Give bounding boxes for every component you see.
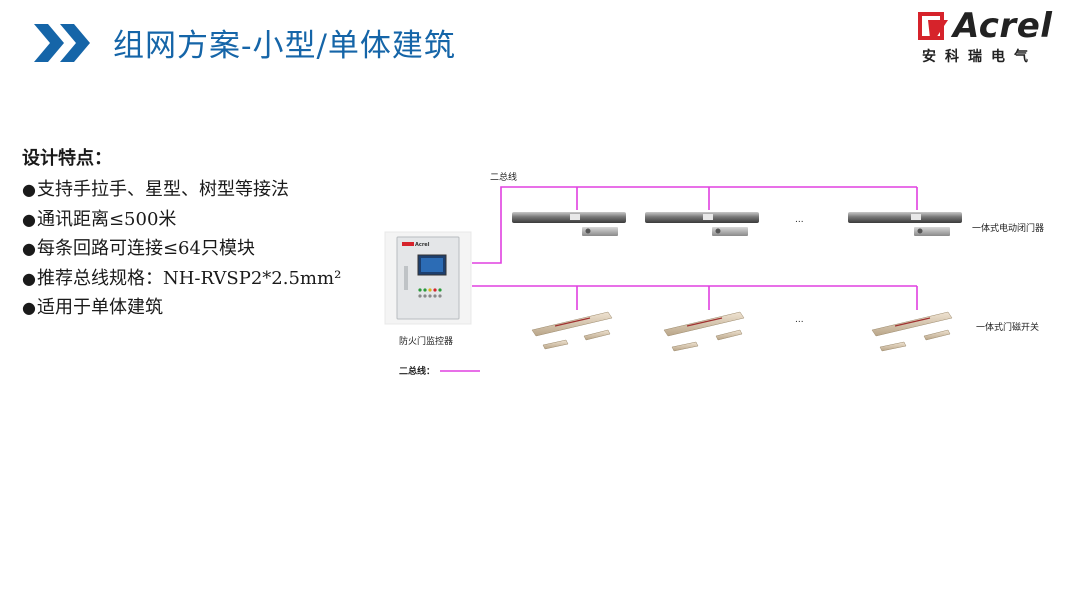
feature-item: 适用于单体建筑 xyxy=(22,293,341,323)
magnetic-switch-1 xyxy=(531,311,613,350)
magnetic-switch-3 xyxy=(871,311,953,352)
controller-brand: Acrel xyxy=(415,242,430,248)
page-title: 组网方案-小型/单体建筑 xyxy=(113,28,456,64)
magnetic-switch-ellipsis: ... xyxy=(795,315,804,325)
features-heading: 设计特点： xyxy=(22,148,112,169)
chevrons-icon xyxy=(34,24,90,62)
legend-label: 二总线： xyxy=(399,365,435,377)
acrel-logo: Acrel 安科瑞电气 xyxy=(918,6,1058,66)
brand-name: Acrel xyxy=(953,6,1053,46)
feature-item: 通讯距离≤500米 xyxy=(22,205,341,235)
feature-item: 每条回路可连接≤64只模块 xyxy=(22,234,341,264)
bus-label: 二总线 xyxy=(490,171,517,183)
magnetic-switch-label: 一体式门磁开关 xyxy=(976,321,1039,333)
feature-item: 支持手拉手、星型、树型等接法 xyxy=(22,175,341,205)
fire-door-monitor-controller: Acrel xyxy=(384,231,472,325)
controller-buttons xyxy=(418,288,442,298)
magnetic-switch-2 xyxy=(663,311,745,352)
door-closer-1 xyxy=(512,212,626,236)
controller-label: 防火门监控器 xyxy=(399,335,453,347)
door-closer-ellipsis: ... xyxy=(795,215,804,225)
door-closer-label: 一体式电动闭门器 xyxy=(972,222,1044,234)
bus-lines xyxy=(440,186,918,372)
brand-cn: 安科瑞电气 xyxy=(922,49,1037,65)
features-list: 支持手拉手、星型、树型等接法 通讯距离≤500米 每条回路可连接≤64只模块 推… xyxy=(22,175,341,323)
feature-item: 推荐总线规格：NH-RVSP2*2.5mm² xyxy=(22,264,341,294)
acrel-logo-mark-icon xyxy=(918,12,948,40)
design-features: 设计特点： 支持手拉手、星型、树型等接法 通讯距离≤500米 每条回路可连接≤6… xyxy=(22,145,341,323)
door-closer-2 xyxy=(645,212,759,236)
door-closer-3 xyxy=(848,212,962,236)
